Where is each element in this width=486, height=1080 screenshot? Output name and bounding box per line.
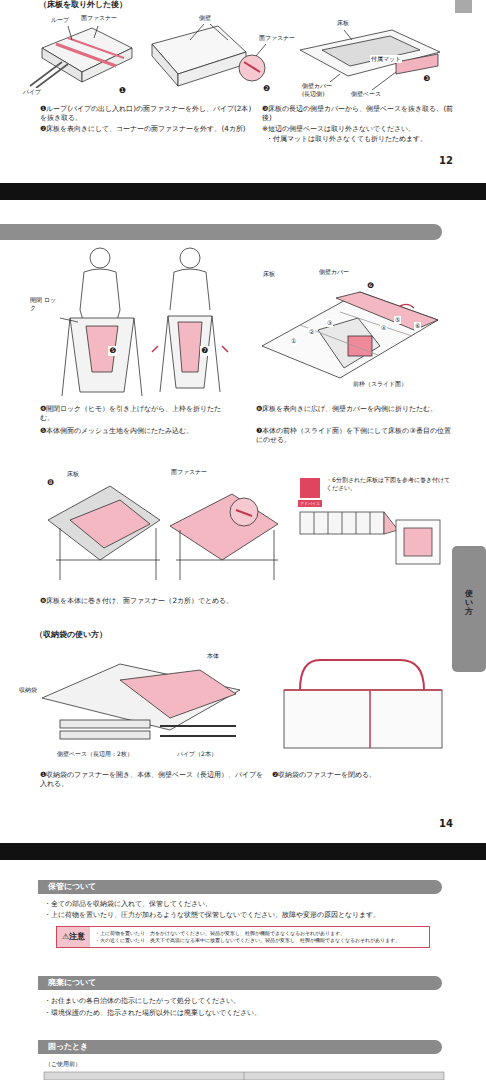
instruction-text: ・付属マットは取り外さなくても折りたためます。 — [266, 134, 466, 143]
section-band: 廃棄について — [38, 976, 442, 990]
callout-number: ❽ — [46, 478, 55, 488]
caution-heading: ⚠注意 — [57, 927, 90, 947]
tab-text: 使い方 — [465, 590, 473, 616]
caution-box: ⚠注意・上に荷物を置いたり、力をかけないでください。製品が変形し、柱脚が機能でき… — [56, 926, 430, 948]
part-label: パイプ — [22, 88, 42, 96]
callout-number: ⑥ — [414, 322, 421, 330]
caution-body: ・上に荷物を置いたり、力をかけないでください。製品が変形し、柱脚が機能できなくな… — [90, 927, 429, 947]
part-label: 床板 — [262, 270, 276, 278]
part-label: 側壁ベース（長辺用：2枚） — [56, 750, 134, 758]
part-label: 収納袋 — [18, 686, 38, 694]
instruction-text: ❶収納袋のファスナーを開き、本体、側壁ベース（長辺用）、パイプを入れる。 — [40, 770, 265, 789]
part-label: 側壁カバー (長辺側) — [302, 82, 336, 98]
advice-icon: アドバイス — [298, 500, 322, 507]
part-label: 前枠（スライド面） — [352, 380, 408, 388]
instruction-text: ❽床板を本体に巻き付け、面ファスナー（2カ所）でとめる。 — [40, 596, 360, 605]
page-number: 12 — [438, 154, 454, 167]
band-title: 廃棄について — [48, 978, 96, 988]
part-label: 面ファスナー — [80, 14, 118, 22]
callout-number: ❷ — [262, 84, 271, 94]
callout-number: ④ — [380, 324, 387, 332]
callout-number: ❶ — [118, 86, 127, 96]
note-text: ・お住まいの各自治体の指示にしたがって処分してください。 — [44, 997, 464, 1006]
part-label: パイプ（2本） — [176, 750, 218, 758]
instruction-text: ※短辺の側壁ベースは取り外さないでください。 — [262, 124, 467, 133]
callout-number: ❺ — [108, 346, 117, 356]
part-label: 床板 — [336, 19, 350, 27]
part-label: 側壁ベース — [350, 90, 382, 98]
section-heading: （床板を取り外した後） — [38, 0, 128, 10]
index-tab — [455, 0, 472, 13]
side-tab: 使い方 — [452, 546, 486, 672]
callout-number: ❻ — [366, 281, 375, 291]
caution-text: ・上に荷物を置いたり、力をかけないでください。製品が変形し、柱脚が機能できなくな… — [95, 930, 424, 937]
frame-figure — [152, 24, 266, 86]
note-text: ・上に荷物を置いたり、圧力が加わるような状態で保管しないでください。故障や変形の… — [44, 911, 474, 920]
part-label: 面ファスナー — [170, 468, 208, 476]
board-figure — [262, 292, 438, 378]
part-label: 開閉 ロック — [30, 296, 56, 312]
part-label: 本体 — [206, 652, 220, 660]
part-label: 付属マット — [370, 55, 402, 63]
callout-number: ❼ — [200, 346, 209, 356]
instruction-text: ❶ループ(パイプの出し入れ口)の面ファスナーを外し、パイプ(2本)を抜き取る。 — [40, 104, 255, 123]
side-tab — [452, 546, 486, 672]
instruction-text: ❷収納袋のファスナーを閉める。 — [272, 770, 452, 779]
callout-number: ① — [290, 337, 297, 345]
section-heading: （収納袋の使い方） — [34, 630, 108, 640]
instruction-text: ❼本体の前枠（スライド面）を下側にして床板の③番目の位置にのせる。 — [256, 426, 456, 445]
callout-number: ② — [308, 328, 315, 336]
page-ground — [0, 200, 486, 843]
page-ground — [0, 860, 486, 1080]
page-ground — [0, 0, 486, 183]
callout-number: ❸ — [422, 74, 431, 84]
callout-number: ③ — [326, 319, 333, 327]
callout-number: ⑤ — [394, 316, 401, 324]
note-text: ・全ての部品を収納袋に入れて、保管してください。 — [44, 900, 464, 909]
floor-figure — [30, 26, 132, 88]
instruction-text: ❷床板を表向きにして、コーナーの面ファスナーを外す。(4カ所) — [40, 124, 255, 133]
section-band: 保管について — [38, 880, 442, 894]
section-band: 困ったとき — [38, 1040, 442, 1054]
note-text: ・環境保護のため、指示された場所以外には廃棄しないでください。 — [44, 1009, 464, 1018]
instruction-text: ❺本体側面のメッシュ生地を内側にたたみ込む。 — [40, 426, 235, 435]
part-label: ループ — [50, 16, 70, 24]
instruction-text: ❸床板の長辺の側壁カバーから、側壁ベースを抜き取る。(前後) — [262, 104, 462, 123]
icon-text: アドバイス — [300, 501, 320, 506]
header-band — [0, 224, 442, 240]
note-text: ・6分割された床板は下図を参考に巻き付けてください。 — [326, 476, 451, 492]
wrap-figure — [48, 478, 440, 580]
band-title: 保管について — [48, 882, 96, 892]
part-label: 側壁 — [198, 14, 212, 22]
page-number: 14 — [438, 817, 454, 830]
instruction-text: ❹開閉ロック（ヒモ）を引き上げながら、上枠を折りたたむ。 — [40, 404, 235, 423]
caution-text: ・火の近くに置いたり、炎天下で高温になる車中に放置しないでください。製品が変形し… — [95, 937, 424, 944]
part-label: 面ファスナー — [258, 34, 296, 42]
instruction-text: ❻床板を表向きに広げ、側壁カバーを内側に折りたたむ。 — [256, 404, 456, 413]
fold-figure — [60, 248, 228, 396]
part-label: 床板 — [66, 470, 80, 478]
part-label: 側壁カバー — [318, 268, 350, 276]
note-text: （ご使用前） — [44, 1060, 82, 1068]
bag-figure — [42, 660, 442, 748]
board-figure — [300, 30, 440, 90]
table-frame — [44, 1072, 444, 1080]
band-title: 困ったとき — [48, 1042, 88, 1052]
